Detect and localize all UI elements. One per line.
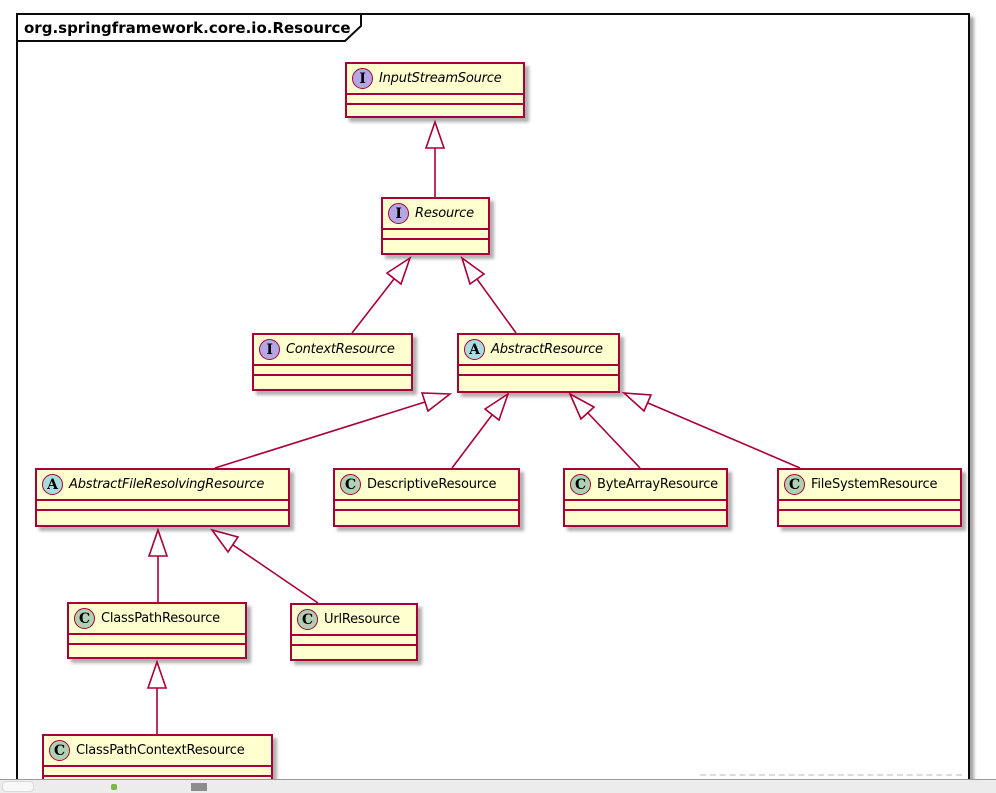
class-name: ClassPathContextResource	[76, 743, 245, 758]
class-name: UrlResource	[324, 612, 400, 627]
class-box-filesystemresource[interactable]: C FileSystemResource	[777, 468, 962, 527]
class-box-bytearrayresource[interactable]: C ByteArrayResource	[563, 468, 728, 527]
class-name: ByteArrayResource	[597, 477, 718, 492]
methods-compartment	[565, 509, 726, 519]
fields-compartment	[347, 93, 523, 103]
class-box-resource[interactable]: I Resource	[381, 197, 490, 255]
class-box-descriptiveresource[interactable]: C DescriptiveResource	[333, 468, 520, 527]
fields-compartment	[335, 499, 518, 509]
taskbar-gray-icon	[191, 783, 207, 791]
fields-compartment	[459, 364, 618, 374]
class-name: InputStreamSource	[379, 71, 502, 86]
class-box-contextresource[interactable]: I ContextResource	[252, 333, 413, 391]
class-icon: C	[340, 474, 361, 495]
class-icon: C	[570, 474, 591, 495]
abstract-icon: A	[464, 339, 485, 360]
class-name: Resource	[415, 206, 474, 221]
abstract-icon: A	[42, 474, 63, 495]
class-icon: C	[74, 608, 95, 629]
interface-icon: I	[259, 339, 280, 360]
class-box-inputstreamsource[interactable]: I InputStreamSource	[345, 62, 525, 118]
methods-compartment	[459, 374, 618, 384]
methods-compartment	[779, 509, 960, 519]
class-box-abstractfileresolvingresource[interactable]: A AbstractFileResolvingResource	[35, 468, 290, 527]
fields-compartment	[44, 765, 271, 775]
methods-compartment	[383, 238, 488, 248]
class-name: DescriptiveResource	[367, 477, 497, 492]
class-box-classpathresource[interactable]: C ClassPathResource	[67, 602, 247, 659]
taskbar-green-icon	[111, 784, 117, 790]
class-name: ClassPathResource	[101, 611, 220, 626]
fields-compartment	[779, 499, 960, 509]
class-name: FileSystemResource	[811, 477, 938, 492]
class-box-urlresource[interactable]: C UrlResource	[290, 603, 418, 661]
class-name: AbstractFileResolvingResource	[69, 477, 265, 492]
class-icon: C	[49, 740, 70, 761]
interface-icon: I	[352, 68, 373, 89]
fields-compartment	[37, 499, 288, 509]
taskbar-button-fragment[interactable]	[2, 781, 34, 792]
class-box-abstractresource[interactable]: A AbstractResource	[457, 333, 620, 393]
taskbar[interactable]	[0, 779, 996, 793]
methods-compartment	[335, 509, 518, 519]
faint-dashed-artifact	[700, 774, 962, 776]
class-name: AbstractResource	[491, 342, 603, 357]
fields-compartment	[69, 633, 245, 643]
methods-compartment	[69, 643, 245, 653]
fields-compartment	[383, 228, 488, 238]
class-icon: C	[297, 609, 318, 630]
fields-compartment	[292, 634, 416, 644]
fields-compartment	[254, 364, 411, 374]
methods-compartment	[37, 509, 288, 519]
diagram-frame	[16, 13, 970, 785]
fields-compartment	[565, 499, 726, 509]
interface-icon: I	[388, 203, 409, 224]
methods-compartment	[254, 374, 411, 384]
methods-compartment	[292, 644, 416, 654]
frame-title: org.springframework.core.io.Resource	[24, 19, 351, 37]
methods-compartment	[347, 103, 523, 113]
class-icon: C	[784, 474, 805, 495]
class-name: ContextResource	[286, 342, 395, 357]
methods-compartment	[44, 775, 271, 785]
